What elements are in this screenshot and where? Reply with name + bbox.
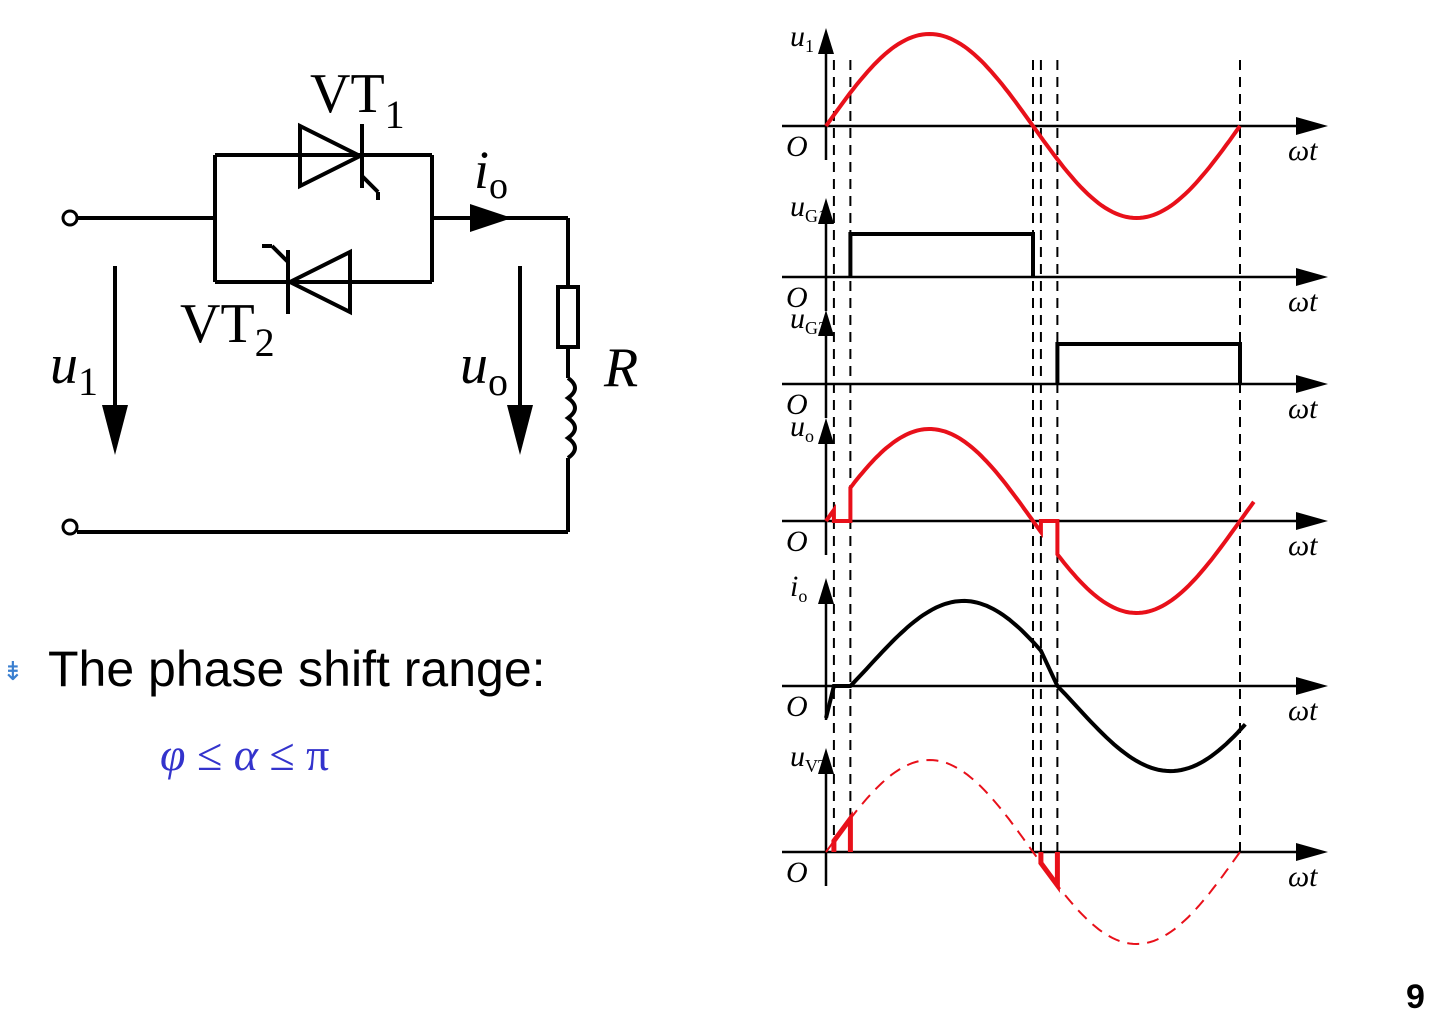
panel-label-6: uVT [790, 740, 829, 776]
input-terminal-bottom [61, 518, 79, 536]
le-symbol-1: ≤ [185, 729, 234, 780]
panel-label-5: io [790, 570, 807, 606]
y-axis-arrow-1 [818, 28, 834, 54]
phase-shift-text: ⇟ The phase shift range: [2, 640, 546, 698]
origin-label-3: O [786, 388, 808, 421]
x-axis-arrow-3 [1296, 375, 1328, 393]
origin-label-1: O [786, 130, 808, 163]
pi-symbol: π [306, 729, 330, 780]
uo-arrow-head [507, 405, 533, 455]
panel-label-2: uG1 [790, 190, 827, 226]
io-current-arrow [470, 204, 512, 232]
io-label: io [474, 140, 508, 207]
origin-label-6: O [786, 856, 808, 889]
circuit-labels: VT1 VT2 io u1 uo R [50, 63, 638, 404]
y-axis-arrow-6 [818, 748, 834, 774]
omega-t-label-4: ωt [1288, 529, 1318, 562]
io-wave [824, 598, 1247, 774]
panel-label-3: uG2 [790, 302, 827, 338]
uo-label: uo [460, 334, 508, 404]
vt1-label: VT1 [310, 63, 405, 137]
y-axis-arrow-5 [818, 578, 834, 604]
circuit-diagram [61, 122, 580, 536]
bullet-icon: ⇟ [2, 656, 24, 686]
panel-label-4: uo [790, 410, 814, 446]
phase-shift-formula: φ ≤ α ≤ π [160, 728, 329, 781]
thyristor-vt1 [298, 122, 380, 200]
panel-label-1: u1 [790, 20, 814, 56]
resistor [556, 285, 580, 349]
phase-shift-label: The phase shift range: [48, 641, 546, 697]
x-axis-arrow-5 [1296, 677, 1328, 695]
x-axis-arrow-6 [1296, 843, 1328, 861]
page-number: 9 [1406, 978, 1425, 1016]
alpha-symbol: α [233, 729, 258, 780]
y-axis-arrow-4 [818, 418, 834, 444]
inductor [564, 376, 577, 460]
omega-t-label-6: ωt [1288, 860, 1318, 893]
uvt-forward-block [831, 811, 853, 852]
y-axis-arrow-2 [818, 198, 834, 224]
uo-wave [824, 427, 1256, 616]
le-symbol-2: ≤ [257, 729, 307, 780]
origin-label-4: O [786, 525, 808, 558]
uvt-reference-dashed [825, 758, 1241, 946]
vt2-label: VT2 [180, 293, 275, 365]
thyristor-vt2 [262, 244, 352, 316]
origin-label-5: O [786, 690, 808, 723]
r-label: R [603, 337, 638, 399]
phi-symbol: φ [160, 729, 186, 780]
omega-t-label-1: ωt [1288, 134, 1318, 167]
omega-t-label-2: ωt [1288, 285, 1318, 318]
input-terminal-top [61, 209, 79, 227]
omega-t-label-3: ωt [1288, 392, 1318, 425]
u1-label: u1 [50, 334, 98, 404]
uvt-reverse-block [1038, 852, 1060, 893]
x-axis-arrow-1 [1296, 117, 1328, 135]
u1-arrow-head [102, 405, 128, 455]
origin-label-2: O [786, 281, 808, 314]
omega-t-label-5: ωt [1288, 694, 1318, 727]
y-axis-arrow-3 [818, 310, 834, 336]
ug2-pulse [1055, 342, 1242, 384]
x-axis-arrow-2 [1296, 268, 1328, 286]
ug1-pulse [848, 232, 1035, 277]
x-axis-arrow-4 [1296, 512, 1328, 530]
u1-wave [824, 31, 1242, 221]
